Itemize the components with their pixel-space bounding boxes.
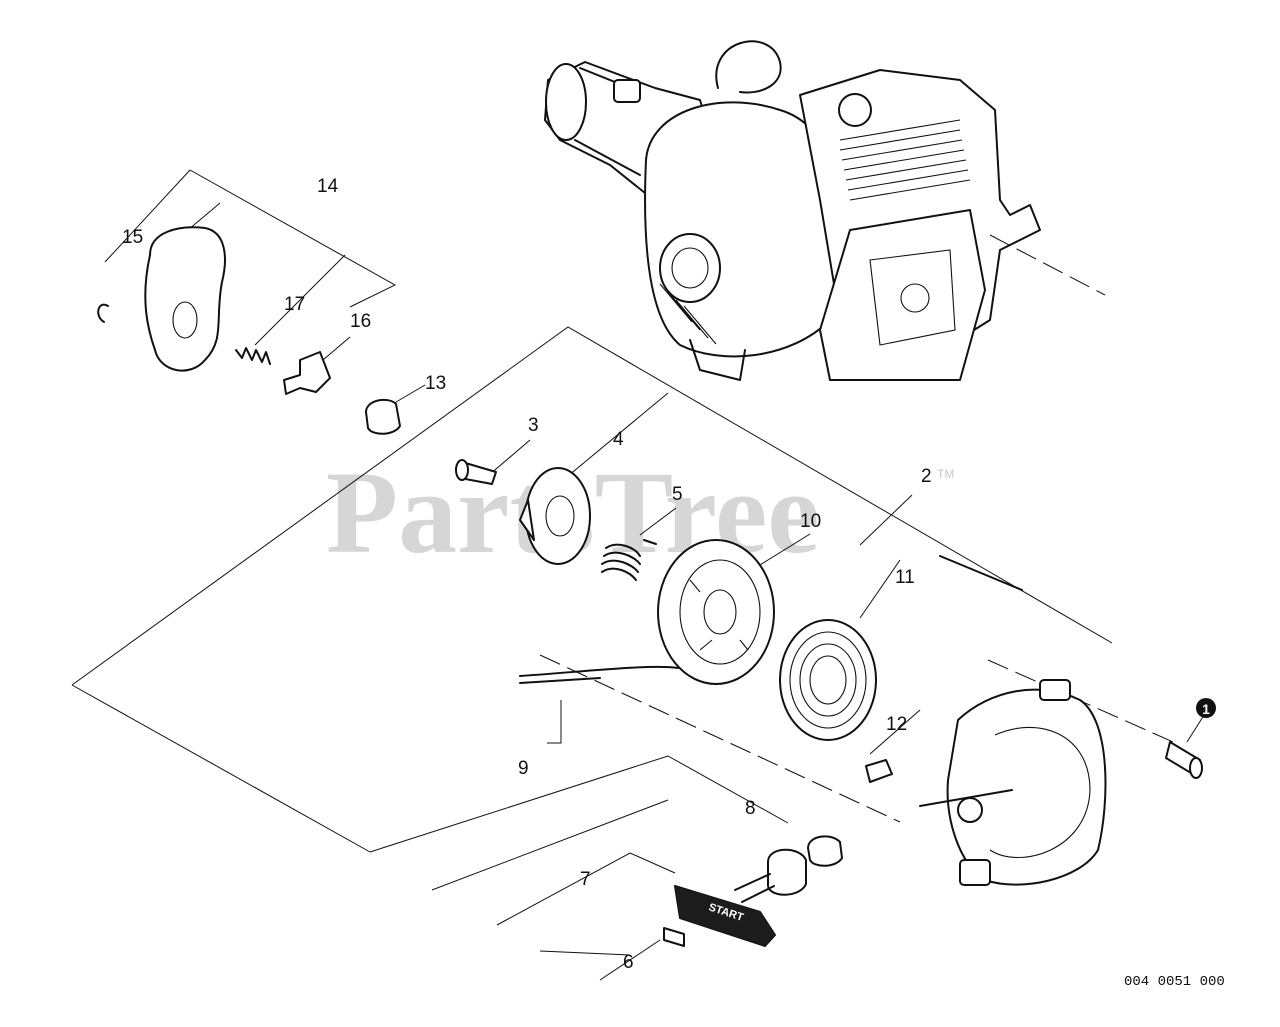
callout-2: 2 xyxy=(921,466,932,487)
callout-1: 1 xyxy=(1202,701,1210,717)
grommet-8 xyxy=(807,835,843,867)
recoil-spring xyxy=(779,619,877,741)
engine-illustration xyxy=(544,40,1106,381)
pawl-plate xyxy=(144,226,226,372)
callout-6: 6 xyxy=(623,952,634,973)
spring-5 xyxy=(601,543,641,581)
callout-9: 9 xyxy=(518,758,529,779)
callout-11: 11 xyxy=(895,567,915,588)
starter-housing xyxy=(946,688,1107,886)
callout-4: 4 xyxy=(613,429,624,450)
callout-14: 14 xyxy=(317,176,339,197)
callout-16: 16 xyxy=(350,311,371,332)
pawl-kit-group: 14 15 17 16 13 xyxy=(97,169,446,435)
callout-13: 13 xyxy=(425,373,446,394)
callout-5: 5 xyxy=(672,484,683,505)
callout-3: 3 xyxy=(528,415,539,436)
tag-6 xyxy=(663,927,685,947)
drawing-number: 004 0051 000 xyxy=(1124,974,1225,990)
starter-rope xyxy=(519,665,679,677)
callout-1-marker xyxy=(1196,698,1216,718)
callout-12: 12 xyxy=(886,714,907,735)
pawl xyxy=(283,351,331,395)
pawl-spring xyxy=(235,347,271,365)
callout-17: 17 xyxy=(284,294,305,315)
starter-pulley xyxy=(657,539,775,685)
svg-text:TM: TM xyxy=(937,467,954,481)
block-12 xyxy=(865,759,893,783)
callout-7: 7 xyxy=(580,869,591,890)
callout-15: 15 xyxy=(122,227,143,248)
watermark: PartsTree TM xyxy=(326,447,954,578)
callout-10: 10 xyxy=(800,511,821,532)
recoil-starter-group: 3 4 5 2 10 9 11 xyxy=(71,326,1216,981)
reel-hub xyxy=(525,467,591,565)
callout-8: 8 xyxy=(745,798,756,819)
cap-13 xyxy=(365,398,401,435)
